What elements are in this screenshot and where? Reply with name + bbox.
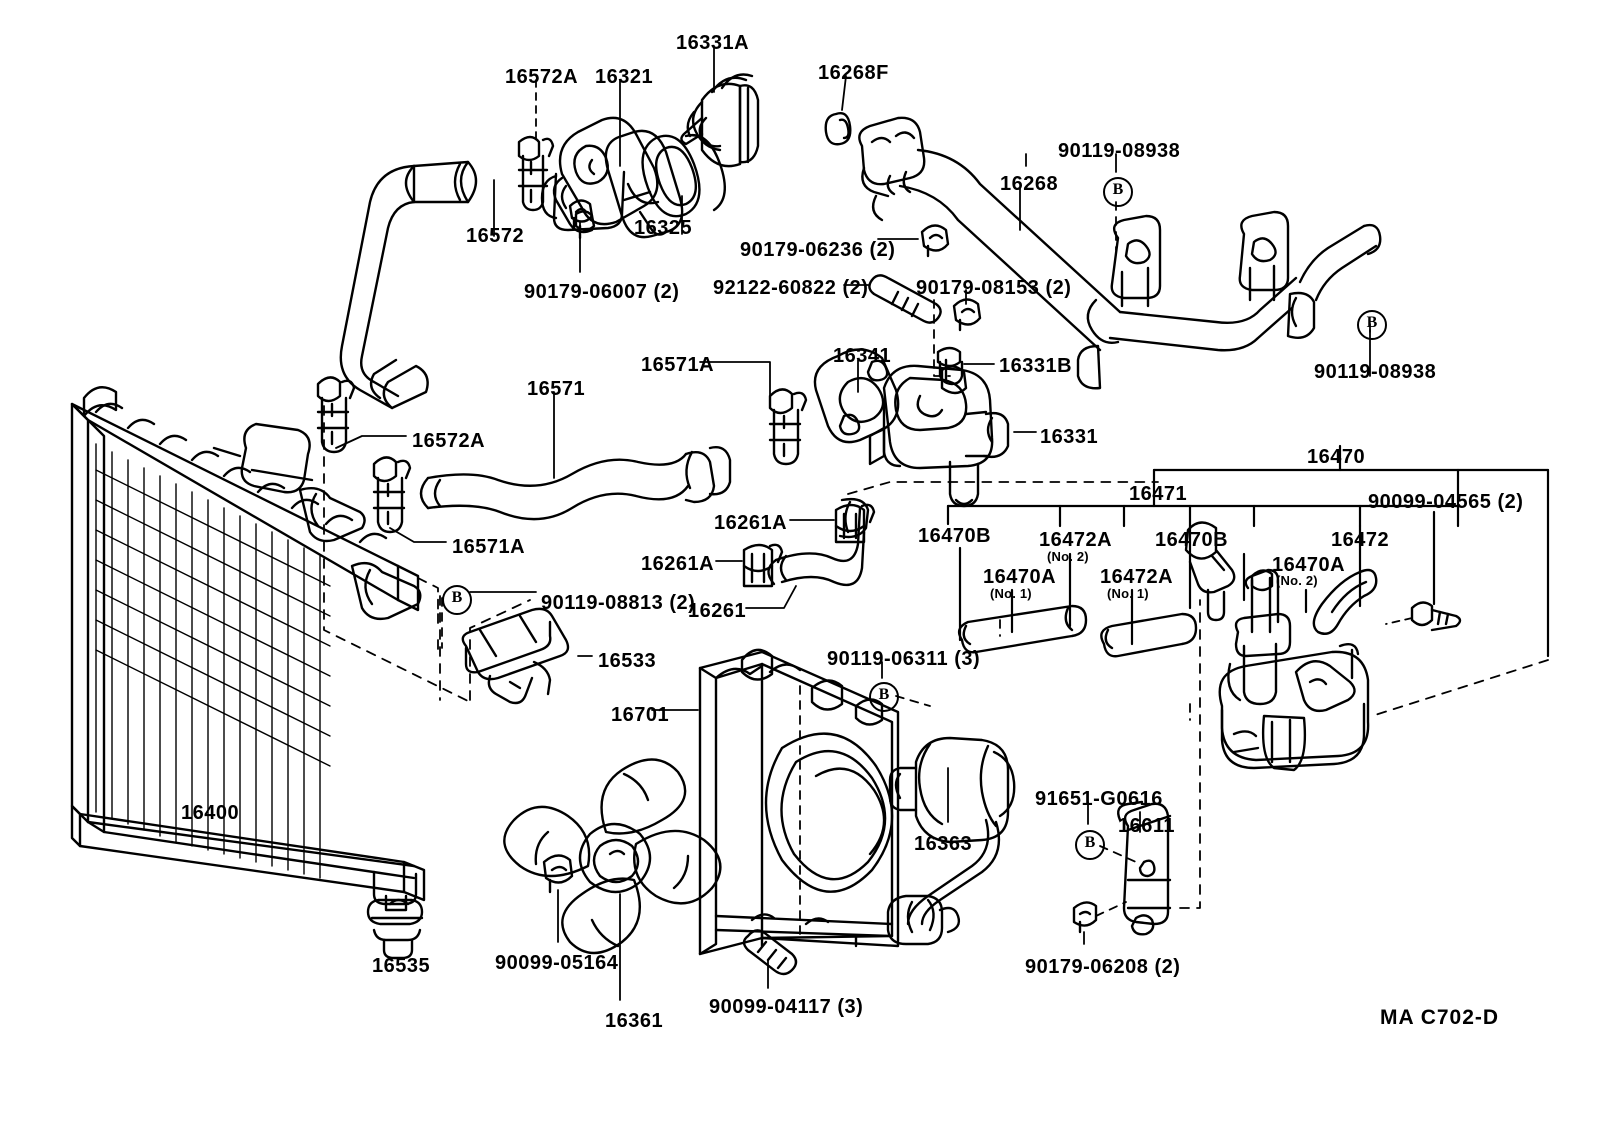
bolt-92122-60822 — [868, 274, 942, 324]
part-label-16471[interactable]: 16471 — [1129, 483, 1188, 505]
water-outlet — [868, 364, 1010, 508]
hose-clamp-16571A — [372, 456, 412, 534]
reference-bubble-b[interactable]: B — [1103, 177, 1133, 207]
part-label-16533[interactable]: 16533 — [598, 650, 657, 672]
cooling-fan-blade — [503, 758, 722, 955]
part-label-16472A[interactable]: 16472A — [1100, 566, 1174, 588]
part-label-16261A[interactable]: 16261A — [714, 512, 788, 534]
part-label-16470B[interactable]: 16470B — [918, 525, 992, 547]
nut-90099-05164 — [542, 854, 574, 894]
part-label-16261A[interactable]: 16261A — [641, 553, 715, 575]
part-label-16341[interactable]: 16341 — [833, 345, 892, 367]
lower-radiator-hose — [339, 160, 478, 410]
reservoir-hose-1 — [1100, 612, 1198, 658]
fan-shroud — [698, 648, 900, 956]
part-label-90119063113[interactable]: 90119-06311 (3) — [827, 648, 981, 670]
fan-motor — [886, 736, 1016, 946]
bypass-clamp-lower — [742, 543, 784, 588]
nut-90179-06208 — [1072, 901, 1098, 934]
thermostat — [680, 73, 760, 168]
part-label-16572A[interactable]: 16572A — [412, 430, 486, 452]
part-label-16331B[interactable]: 16331B — [999, 355, 1073, 377]
part-label-No2[interactable]: (No. 2) — [1276, 573, 1318, 588]
part-label-16572[interactable]: 16572 — [466, 225, 525, 247]
part-label-16400[interactable]: 16400 — [181, 802, 240, 824]
part-label-16571[interactable]: 16571 — [527, 378, 586, 400]
part-label-90179081532[interactable]: 90179-08153 (2) — [916, 277, 1072, 299]
screw-90099-04565 — [1410, 601, 1462, 632]
part-label-90099041173[interactable]: 90099-04117 (3) — [709, 996, 864, 1018]
reservoir-tank — [1218, 568, 1370, 772]
part-label-16472[interactable]: 16472 — [1331, 529, 1390, 551]
part-label-90179062082[interactable]: 90179-06208 (2) — [1025, 956, 1181, 978]
diagram-code: MA C702-D — [1380, 1006, 1500, 1029]
water-bypass-pipe — [858, 116, 1382, 390]
part-label-No1[interactable]: (No. 1) — [990, 586, 1032, 601]
part-label-16611[interactable]: 16611 — [1118, 815, 1176, 837]
part-label-91651G0616[interactable]: 91651-G0616 — [1035, 788, 1163, 810]
part-label-16535[interactable]: 16535 — [372, 955, 431, 977]
part-label-16572A[interactable]: 16572A — [505, 66, 579, 88]
part-label-No1[interactable]: (No. 1) — [1107, 586, 1149, 601]
part-label-90119088132[interactable]: 90119-08813 (2) — [541, 592, 696, 614]
part-label-16470A[interactable]: 16470A — [983, 566, 1057, 588]
hose-clamp-16572A-top — [517, 135, 555, 212]
part-label-16331A[interactable]: 16331A — [676, 32, 750, 54]
hose-clamp-16572A-radiator — [316, 376, 356, 454]
part-label-16470B[interactable]: 16470B — [1155, 529, 1229, 551]
part-label-16470[interactable]: 16470 — [1307, 446, 1366, 468]
part-label-92122608222[interactable]: 92122-60822 (2) — [713, 277, 869, 299]
part-label-16571A[interactable]: 16571A — [452, 536, 526, 558]
reservoir-pipe-1 — [957, 604, 1088, 654]
part-label-16325[interactable]: 16325 — [634, 217, 693, 239]
part-label-16472A[interactable]: 16472A — [1039, 529, 1113, 551]
nut-90179-08153 — [952, 298, 982, 332]
part-label-16321[interactable]: 16321 — [595, 66, 654, 88]
radiator-support-bracket — [461, 607, 570, 705]
part-label-16363[interactable]: 16363 — [914, 833, 973, 855]
bypass-pipe-o-ring — [824, 112, 852, 146]
hose-clamp-16571A-right — [768, 388, 808, 466]
part-label-16470A[interactable]: 16470A — [1272, 554, 1346, 576]
part-label-16331[interactable]: 16331 — [1040, 426, 1099, 448]
part-label-16261[interactable]: 16261 — [688, 600, 747, 622]
part-label-9011908938[interactable]: 90119-08938 — [1314, 361, 1437, 383]
reservoir-bracket — [1117, 800, 1172, 936]
part-label-16361[interactable]: 16361 — [605, 1010, 664, 1032]
nut-90179-06007 — [568, 199, 594, 230]
reservoir-clip — [1184, 521, 1236, 622]
radiator-core — [70, 386, 439, 960]
part-label-16571A[interactable]: 16571A — [641, 354, 715, 376]
part-label-90179060072[interactable]: 90179-06007 (2) — [524, 281, 680, 303]
reference-bubble-b[interactable]: B — [442, 585, 472, 615]
reference-bubble-b[interactable]: B — [1357, 310, 1387, 340]
reference-bubble-b[interactable]: B — [869, 682, 899, 712]
nut-90179-06236 — [920, 224, 950, 258]
part-label-9009905164[interactable]: 90099-05164 — [495, 952, 619, 974]
part-label-90099045652[interactable]: 90099-04565 (2) — [1368, 491, 1524, 513]
part-label-90179062362[interactable]: 90179-06236 (2) — [740, 239, 896, 261]
reservoir-bracket-tree — [946, 444, 1550, 658]
reservoir-hose-2 — [1312, 568, 1378, 635]
part-label-16268F[interactable]: 16268F — [818, 62, 889, 84]
upper-radiator-hose — [419, 446, 732, 521]
part-label-16701[interactable]: 16701 — [611, 704, 670, 726]
bolt-90099-04117 — [742, 929, 798, 976]
part-label-16268[interactable]: 16268 — [1000, 173, 1059, 195]
reference-bubble-b[interactable]: B — [1075, 830, 1105, 860]
part-label-No2[interactable]: (No. 2) — [1047, 549, 1089, 564]
part-label-9011908938[interactable]: 90119-08938 — [1058, 140, 1181, 162]
bypass-clamp-upper — [834, 503, 876, 544]
